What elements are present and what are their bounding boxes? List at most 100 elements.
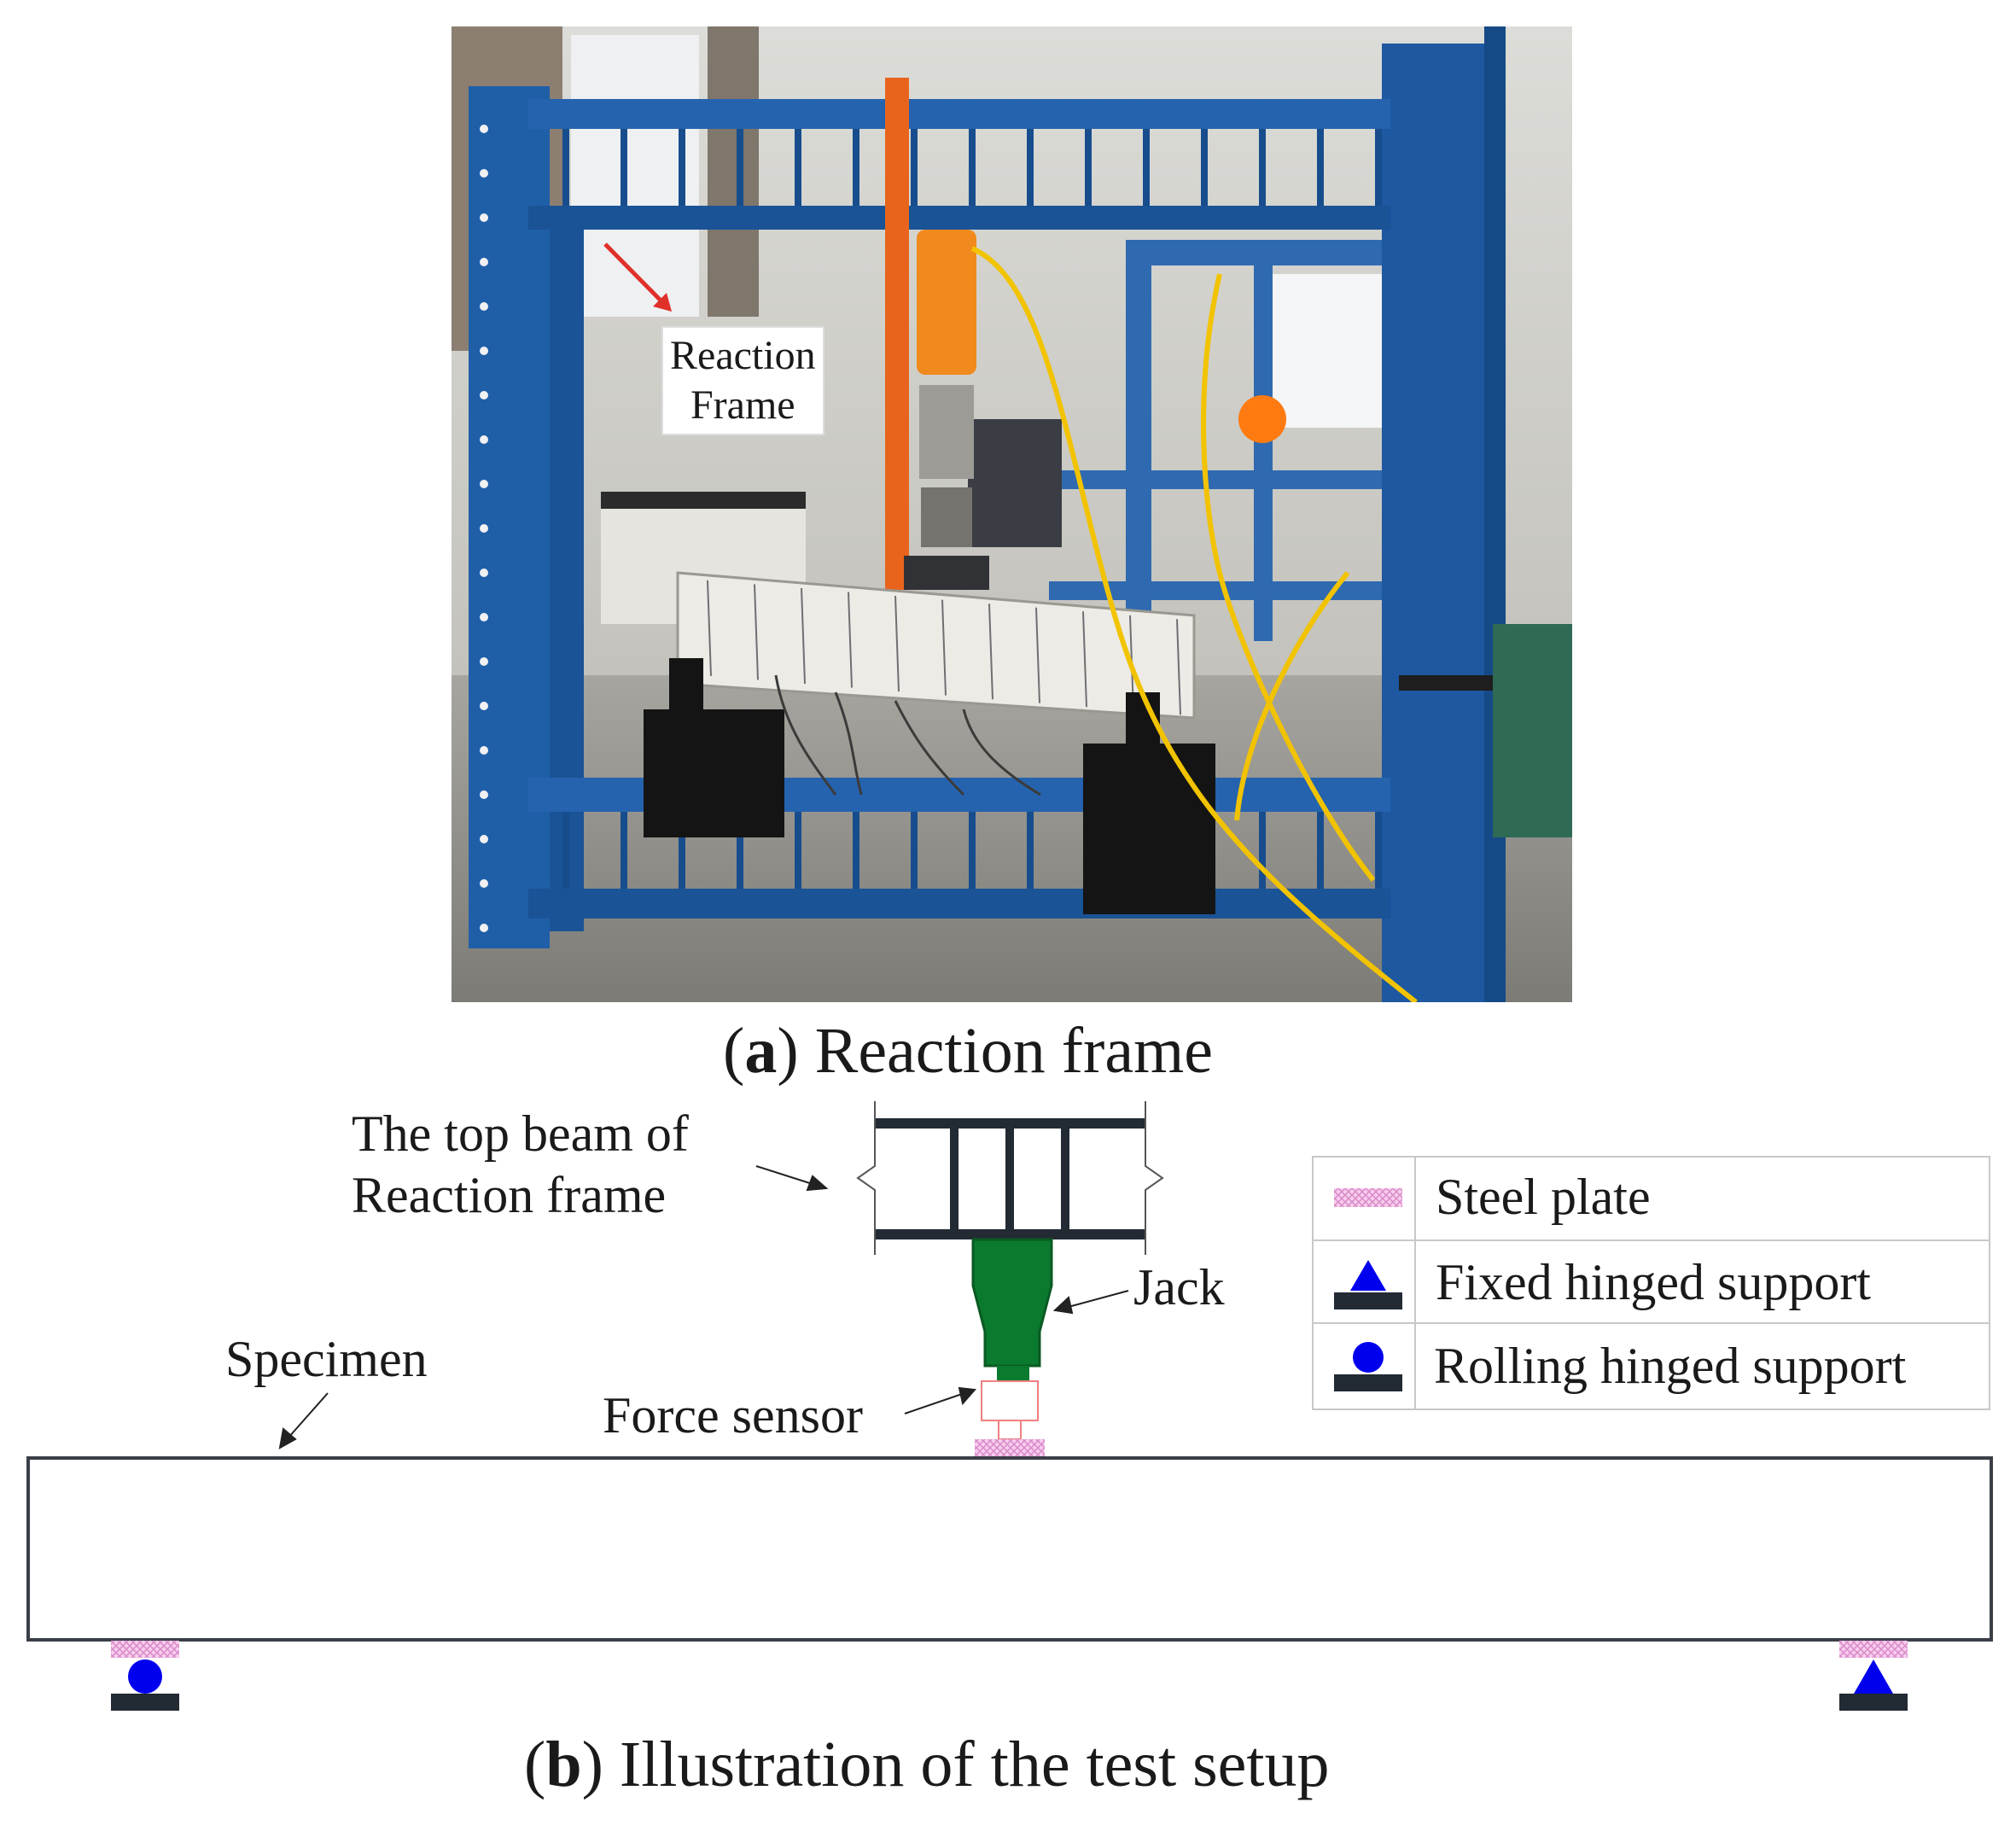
bolt-hole [480, 835, 488, 843]
bolt-hole [480, 169, 488, 178]
force-sensor-schematic [981, 1380, 1039, 1440]
stiffener-plate [969, 812, 976, 889]
legend-label-rolling-support: Rolling hinged support [1434, 1338, 1907, 1394]
bolt-hole [480, 258, 488, 266]
stiffener-plate [1259, 129, 1266, 206]
crack-grid [707, 580, 1181, 715]
grid-line [848, 592, 853, 688]
stiffener-plate [853, 812, 859, 889]
bolt-hole [480, 569, 488, 577]
bolt-hole [480, 613, 488, 621]
sensor-wires [774, 674, 1041, 796]
specimen-schematic [26, 1456, 1993, 1642]
legend-fixed-support-symbol [1334, 1260, 1402, 1309]
photo-label-reaction-frame: Reaction Frame [661, 326, 824, 435]
label-jack: Jack [1133, 1259, 1225, 1315]
bolt-hole [480, 702, 488, 710]
bolt-hole [480, 480, 488, 488]
stiffener-plate [911, 812, 918, 889]
stiffener-plate [1027, 812, 1034, 889]
stiffener-plate [1259, 812, 1266, 889]
caption-b: (b) Illustration of the test setup [524, 1729, 1330, 1800]
caption-b-text: Illustration of the test setup [619, 1729, 1330, 1800]
label-specimen: Specimen [225, 1331, 428, 1387]
left-rolling-support [111, 1641, 179, 1711]
grid-line [894, 596, 900, 692]
caption-a-letter: a [744, 1015, 778, 1087]
bolt-hole [480, 125, 488, 133]
grid-line [988, 604, 993, 700]
stiffener-plate [1317, 812, 1324, 889]
top-steel-plate [975, 1439, 1045, 1456]
photo-label-line2: Frame [690, 382, 795, 428]
grid-line [707, 580, 712, 676]
stiffener-plate [795, 812, 801, 889]
bolt-hole [480, 746, 488, 755]
jack-schematic [971, 1238, 1053, 1368]
grid-line [941, 599, 947, 696]
right-fixed-support [1839, 1641, 1908, 1711]
legend-steel-plate-swatch [1334, 1188, 1402, 1207]
stiffener-plate [795, 129, 801, 206]
window [571, 35, 699, 317]
legend-label-fixed-support: Fixed hinged support [1436, 1254, 1871, 1310]
stiffener-plate [1085, 129, 1092, 206]
stiffener-plate [853, 129, 859, 206]
stiffener-plate [911, 129, 918, 206]
label-force-sensor: Force sensor [603, 1387, 863, 1443]
legend-box [1312, 1156, 1990, 1410]
stiffener-plate [1143, 129, 1150, 206]
stiffener-plate [621, 812, 627, 889]
grid-line [1035, 607, 1040, 703]
grid-line [801, 587, 806, 685]
bolt-hole [480, 790, 488, 799]
bolt-hole [480, 347, 488, 355]
stiffener-plate [737, 129, 743, 206]
bolt-holes [480, 125, 488, 932]
support-blocks [644, 658, 1215, 914]
hydraulic-jack [885, 78, 989, 590]
background-frame [1049, 240, 1416, 641]
stiffener-plate [1375, 812, 1382, 889]
bolt-hole [480, 213, 488, 222]
main-reaction-frame [469, 26, 1506, 1002]
hard-hat [1238, 395, 1286, 443]
legend-label-steel-plate: Steel plate [1436, 1169, 1651, 1225]
bolt-hole [480, 302, 488, 311]
bolt-hole [480, 657, 488, 666]
stiffener-plate [737, 812, 743, 889]
photo-arrow [603, 242, 668, 308]
caption-a: (a) Reaction frame [723, 1015, 1213, 1087]
bolt-hole [480, 524, 488, 533]
grid-line [1176, 619, 1181, 715]
bolt-hole [480, 435, 488, 444]
legend-rolling-support-symbol [1334, 1342, 1402, 1391]
specimen-beam [676, 571, 1196, 720]
top-beam-schematic [856, 1101, 1164, 1255]
label-top-beam-line2: Reaction frame [352, 1167, 667, 1223]
stiffener-plate [969, 129, 976, 206]
bolt-hole [480, 391, 488, 400]
stiffener-plate [1027, 129, 1034, 206]
bolt-hole [480, 879, 488, 888]
stiffener-plate [1317, 129, 1324, 206]
caption-b-letter: b [545, 1729, 582, 1800]
caption-a-text: Reaction frame [814, 1015, 1213, 1087]
stiffener-plate [562, 129, 569, 206]
stiffener-plate [1375, 129, 1382, 206]
stiffener-plate [562, 812, 569, 889]
label-top-beam-line1: The top beam of [352, 1105, 689, 1162]
hydraulic-hoses [970, 246, 1418, 1002]
leader-arrows [278, 1165, 1129, 1449]
stiffener-plate [621, 129, 627, 206]
stiffener-plate [1201, 129, 1208, 206]
label-top-beam: The top beam of Reaction frame [352, 1103, 689, 1226]
reaction-frame-photo [452, 26, 1572, 1002]
stiffener-plate [679, 129, 685, 206]
stiffener-plate [679, 812, 685, 889]
bolt-hole [480, 924, 488, 932]
grid-line [1082, 611, 1087, 708]
grid-line [754, 584, 759, 680]
photo-label-line1: Reaction [670, 333, 816, 378]
